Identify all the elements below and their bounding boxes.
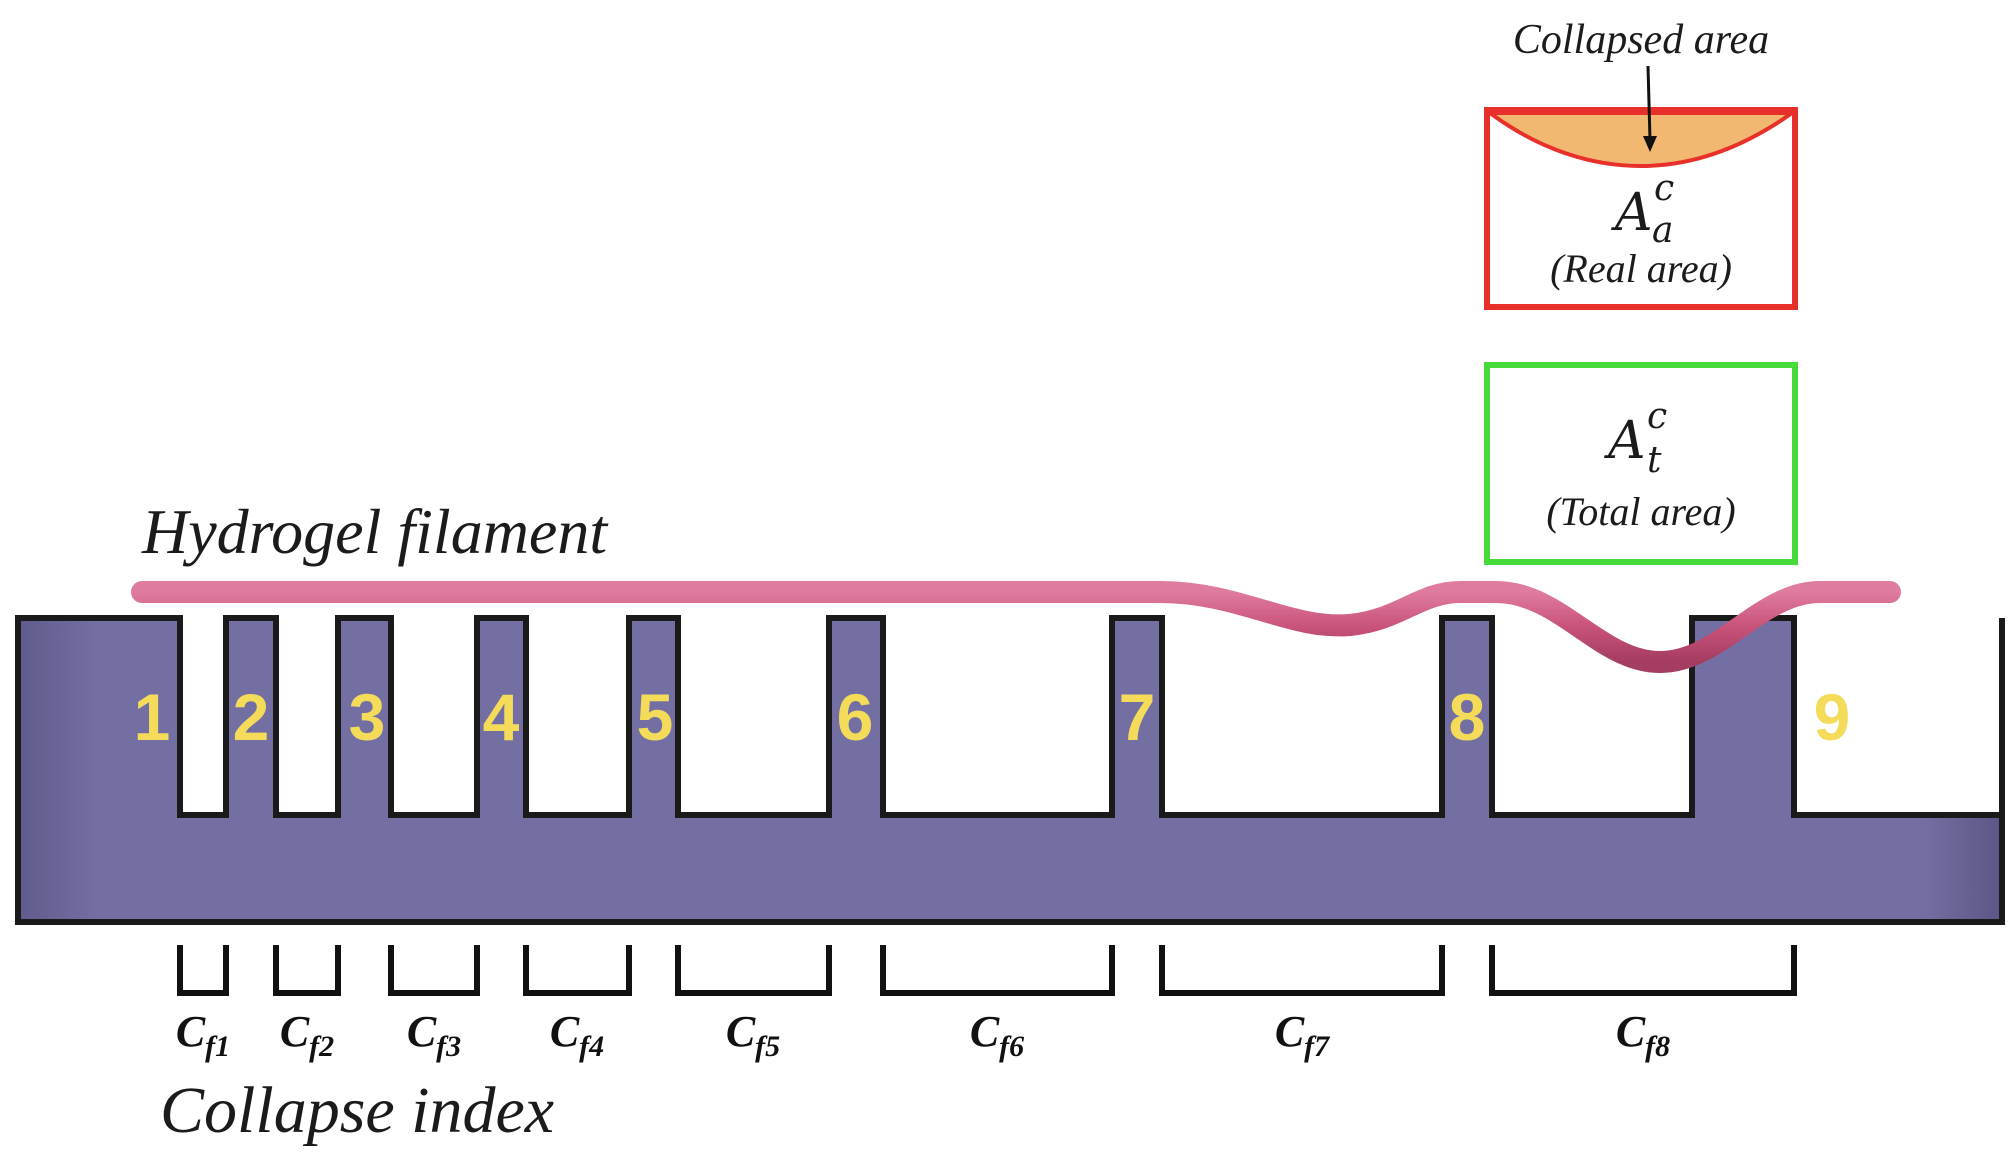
bracket-cf8 xyxy=(1489,945,1797,996)
gap-brackets xyxy=(177,945,1797,996)
collapse-index-cf3: Cf3 xyxy=(407,1007,461,1063)
collapse-index-cf7: Cf7 xyxy=(1275,1007,1330,1063)
bracket-cf5 xyxy=(675,945,832,996)
real-area-sub: a xyxy=(1652,210,1673,251)
pillar-number-7: 7 xyxy=(1119,680,1156,754)
collapse-index-cf8: Cf8 xyxy=(1616,1007,1670,1063)
collapsed-area-arrow xyxy=(1643,65,1657,152)
bracket-cf2 xyxy=(273,945,341,996)
bracket-cf3 xyxy=(388,945,480,996)
pillar-number-8: 8 xyxy=(1449,680,1486,754)
collapse-index-cf4: Cf4 xyxy=(550,1007,604,1063)
real-area-caption: (Real area) xyxy=(1550,246,1732,291)
real-area-box: (Real area) A a c xyxy=(1483,107,1799,310)
collapse-index-cf1: Cf1 xyxy=(176,1007,230,1063)
total-area-sup: c xyxy=(1647,396,1667,437)
bracket-cf4 xyxy=(523,945,632,996)
collapsed-area-shape xyxy=(1483,111,1799,169)
hydrogel-filament xyxy=(131,581,1901,674)
bracket-cf1 xyxy=(177,945,229,996)
collapse-index-cf6: Cf6 xyxy=(970,1007,1024,1063)
total-area-symbol: A xyxy=(1604,411,1646,471)
bracket-cf6 xyxy=(880,945,1115,996)
pillar-number-6: 6 xyxy=(837,680,874,754)
real-area-sup: c xyxy=(1654,168,1674,209)
pillar-number-4: 4 xyxy=(483,680,520,754)
collapse-index-cf5: Cf5 xyxy=(726,1007,780,1063)
collapsed-area-label: Collapsed area xyxy=(1513,17,1769,63)
collapse-index-label: Collapse index xyxy=(160,1074,554,1147)
pillar-number-3: 3 xyxy=(349,680,386,754)
pillar-number-5: 5 xyxy=(637,680,674,754)
total-area-sub: t xyxy=(1647,440,1662,481)
total-area-caption: (Total area) xyxy=(1546,489,1735,534)
real-area-symbol: A xyxy=(1611,183,1653,243)
bracket-cf7 xyxy=(1159,945,1445,996)
hydrogel-filament-label: Hydrogel filament xyxy=(141,496,609,567)
total-area-box: A t c (Total area) xyxy=(1484,362,1798,565)
pillar-number-2: 2 xyxy=(233,680,270,754)
pillar-number-1: 1 xyxy=(134,680,171,754)
pillar-number-9: 9 xyxy=(1814,680,1851,754)
collapse-index-cf2: Cf2 xyxy=(280,1007,334,1063)
scaffold-platform xyxy=(15,615,2005,925)
